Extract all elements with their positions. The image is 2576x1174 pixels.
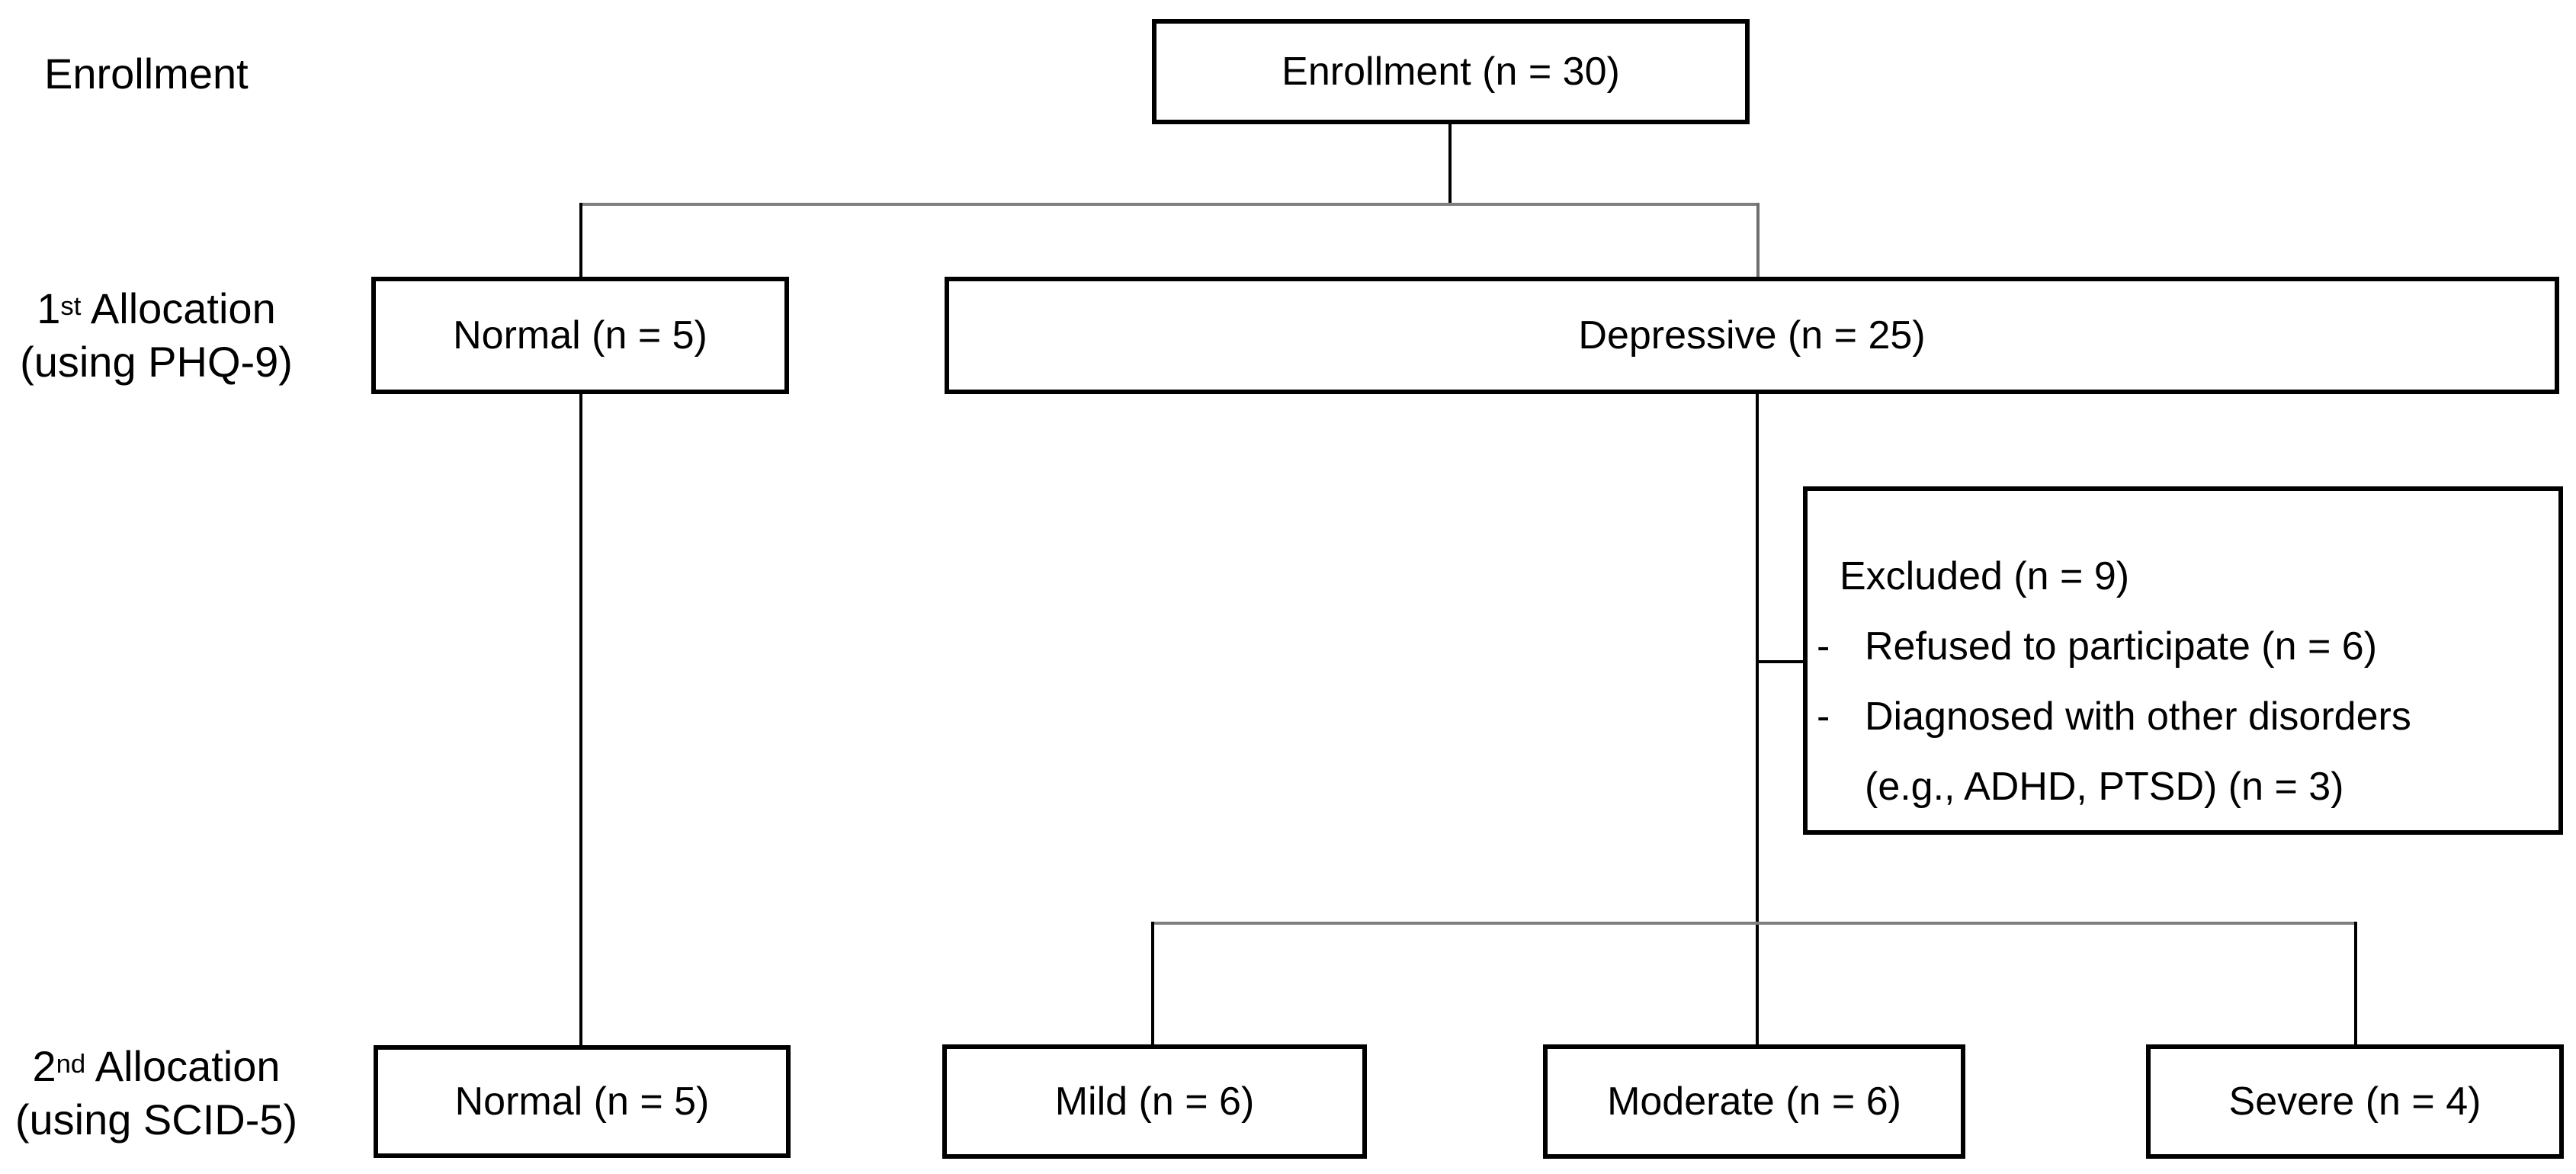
node-moderate-label: Moderate (n = 6) [1607,1079,1901,1124]
row-label-first-allocation: 1st Allocation (using PHQ-9) [8,282,305,389]
node-excluded-bullet-2: - Diagnosed with other disorders (e.g., … [1817,682,2543,822]
bullet-dash: - [1817,694,1830,739]
connector-severe-down [2354,922,2357,1046]
node-mild-label: Mild (n = 6) [1054,1079,1255,1124]
node-excluded-bullet-2-text: Diagnosed with other disorders (e.g., AD… [1865,682,2543,822]
connector-normal-phq-to-normal-scid [579,393,582,1047]
first-allocation-line2: (using PHQ-9) [20,338,293,386]
connector-enrollment-down [1448,124,1452,204]
second-allocation-ordinal: nd [56,1049,86,1079]
node-excluded-bullet-2-continuation: (e.g., ADHD, PTSD) (n = 3) [1865,765,2344,810]
second-allocation-line2: (using SCID-5) [14,1095,298,1144]
first-allocation-ordinal: st [60,291,82,321]
connector-mild-down [1151,922,1154,1046]
connector-depressive-to-moderate [1756,393,1759,1046]
row-label-enrollment: Enrollment [44,47,249,101]
node-excluded-bullet-1: - Refused to participate (n = 6) [1817,611,2543,682]
node-severe: Severe (n = 4) [2146,1044,2564,1159]
connector-split2-horizontal [1151,922,2356,925]
second-allocation-line1: 2nd Allocation [32,1042,281,1090]
node-normal-scid: Normal (n = 5) [374,1045,791,1158]
node-normal-phq-label: Normal (n = 5) [453,313,707,358]
node-excluded-title: Excluded (n = 9) [1840,554,2130,598]
bullet-dash: - [1817,624,1830,669]
row-label-enrollment-text: Enrollment [44,50,249,98]
connector-split1-horizontal [580,203,1760,206]
node-severe-label: Severe (n = 4) [2228,1079,2481,1124]
node-moderate: Moderate (n = 6) [1543,1044,1965,1159]
node-enrollment-label: Enrollment (n = 30) [1282,50,1620,94]
node-enrollment: Enrollment (n = 30) [1152,19,1750,124]
node-mild: Mild (n = 6) [942,1044,1367,1159]
node-normal-scid-label: Normal (n = 5) [454,1079,710,1124]
node-excluded: Excluded (n = 9) - Refused to participat… [1803,486,2563,835]
first-allocation-line1: 1st Allocation [37,284,276,332]
node-normal-phq: Normal (n = 5) [371,277,789,394]
row-label-second-allocation: 2nd Allocation (using SCID-5) [8,1040,305,1147]
node-depressive-label: Depressive (n = 25) [1578,313,1926,358]
connector-normal-phq-down [579,203,582,278]
connector-excluded-stub [1756,660,1804,663]
node-depressive: Depressive (n = 25) [945,277,2559,394]
node-excluded-bullet-1-text: Refused to participate (n = 6) [1865,624,2378,669]
connector-depressive-down [1756,203,1760,278]
